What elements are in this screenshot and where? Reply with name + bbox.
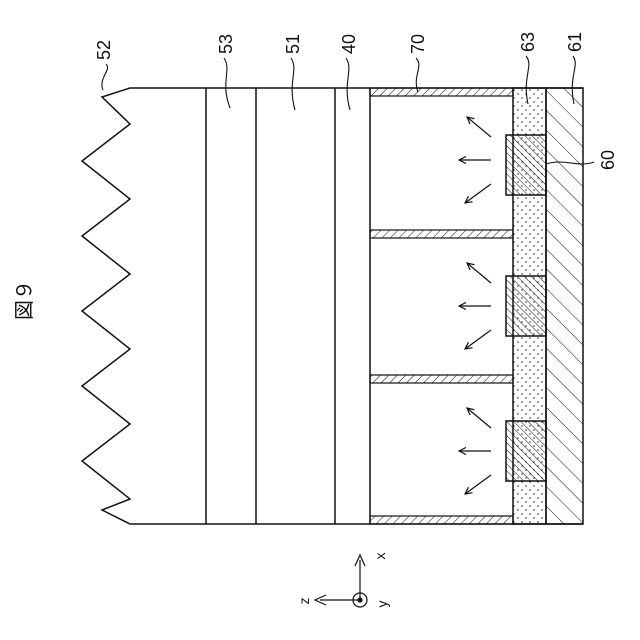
light-source-60-3 — [506, 421, 546, 481]
label-40: 40 — [339, 34, 359, 54]
axis-label-z: z — [296, 598, 312, 605]
light-arrows-3 — [459, 408, 491, 494]
axis-label-y: y — [374, 601, 390, 608]
label-61: 61 — [565, 32, 585, 52]
coordinate-axes — [315, 555, 367, 607]
reflector-70-top — [370, 88, 513, 96]
reflector-70-mid-1 — [370, 230, 513, 238]
reflector-70-bottom — [370, 516, 513, 524]
label-52: 52 — [94, 40, 114, 60]
light-arrows-1 — [459, 117, 491, 203]
label-63: 63 — [518, 32, 538, 52]
light-source-60-1 — [506, 135, 546, 195]
axis-label-x: x — [372, 553, 388, 560]
figure-title: 図９ — [12, 280, 36, 320]
substrate-61 — [546, 88, 583, 524]
label-70: 70 — [408, 34, 428, 54]
label-53: 53 — [216, 34, 236, 54]
reflector-70-mid-2 — [370, 375, 513, 383]
label-60: 60 — [598, 150, 618, 170]
light-arrows-2 — [459, 263, 491, 349]
light-source-60-2 — [506, 276, 546, 336]
label-51: 51 — [283, 34, 303, 54]
